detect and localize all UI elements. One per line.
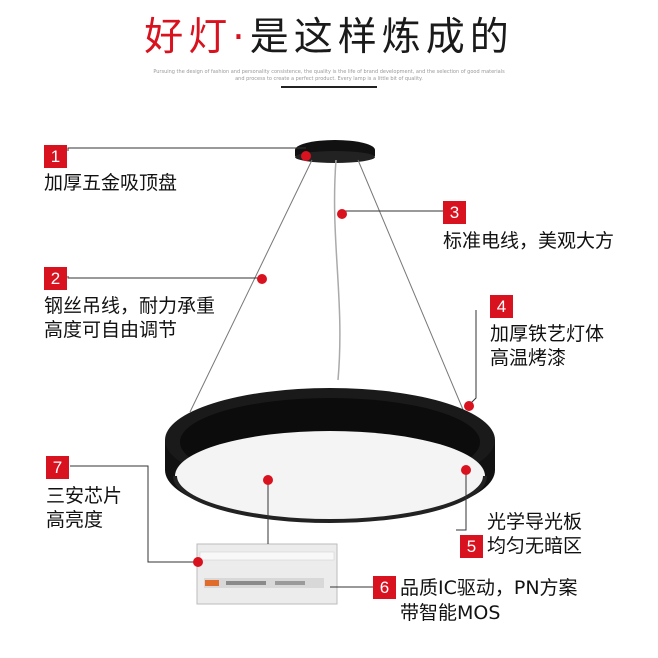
callout-4-label-2: 高温烤漆 xyxy=(490,347,567,369)
callout-6-label-1: 品质IC驱动，PN方案 xyxy=(400,577,578,599)
callout-7-label-1: 三安芯片 xyxy=(46,485,123,507)
dot-1 xyxy=(301,151,311,161)
callout-5-badge: 5 xyxy=(460,535,483,558)
dot-3 xyxy=(337,209,347,219)
dot-7 xyxy=(193,557,203,567)
title-underline xyxy=(281,86,377,88)
dot-5 xyxy=(461,465,471,475)
callout-1-label: 加厚五金吸顶盘 xyxy=(44,172,178,194)
steel-wire-right xyxy=(357,159,465,413)
callout-5-label-1: 光学导光板 xyxy=(487,511,583,533)
dot-4 xyxy=(464,401,474,411)
callout-3-badge: 3 xyxy=(443,201,466,224)
callout-4-badge: 4 xyxy=(490,295,513,318)
title-dark: 是这样炼成的 xyxy=(249,15,514,60)
callout-4-label-1: 加厚铁艺灯体 xyxy=(490,323,605,345)
callout-1-badge: 1 xyxy=(44,145,67,168)
dot-led xyxy=(263,475,273,485)
callout-2-label-1: 钢丝吊线，耐力承重 xyxy=(44,295,216,317)
callout-6-badge: 6 xyxy=(373,576,396,599)
callout-7-label-2: 高亮度 xyxy=(46,509,104,531)
subtitle: Pursuing the design of fashion and perso… xyxy=(153,69,505,82)
power-cord xyxy=(333,159,341,381)
callout-2-badge: 2 xyxy=(44,267,67,290)
title-red: 好灯 xyxy=(144,15,233,60)
callout-3-label: 标准电线，美观大方 xyxy=(443,230,615,252)
light-guide-panel xyxy=(175,431,485,521)
callout-2-label-2: 高度可自由调节 xyxy=(44,319,178,341)
title-dot: · xyxy=(232,15,250,60)
steel-wire-left xyxy=(189,159,313,413)
dot-2 xyxy=(257,274,267,284)
callout-5-label-2: 均匀无暗区 xyxy=(487,535,583,557)
callout-6-label-2: 带智能MOS xyxy=(400,602,501,624)
page-title: 好灯·是这样炼成的 xyxy=(0,14,658,62)
callout-7-badge: 7 xyxy=(46,456,69,479)
